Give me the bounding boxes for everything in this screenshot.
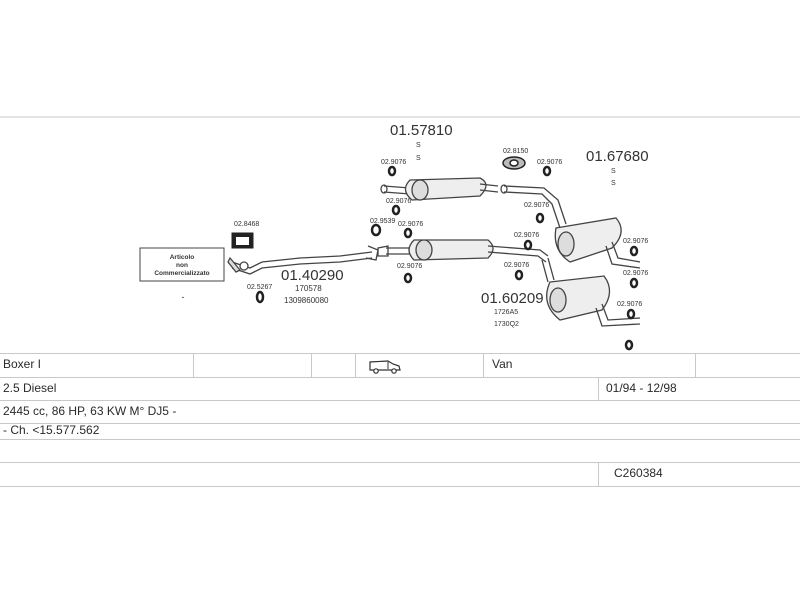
table-divider-2: [311, 353, 312, 377]
van-icon: [369, 360, 401, 374]
body-type: Van: [492, 357, 513, 371]
ref-label-r2: 02.8150: [503, 148, 528, 155]
lower-rear-silencer: [541, 257, 641, 327]
part-code-front-pipe: 01.40290: [281, 267, 344, 284]
mount-r13: [629, 277, 639, 289]
part-sub-lower-rear-silencer-2: 1730Q2: [494, 321, 519, 328]
ref-label-r10: 02.9076: [514, 232, 539, 239]
part-sub-lower-rear-silencer-1: 1726A5: [494, 309, 518, 316]
table-line-7: [0, 486, 800, 487]
upper-rear-silencer: [500, 184, 641, 269]
ref-label-r8: 02.9076: [524, 202, 549, 209]
mount-r9: [403, 272, 413, 284]
mount-r1: [387, 165, 397, 177]
not-commercialised-box: [139, 247, 225, 282]
ref-label-r1: 02.9076: [381, 159, 406, 166]
mount-r3: [542, 165, 552, 177]
engine-spec: 2445 cc, 86 HP, 63 KW M° DJ5 -: [3, 404, 177, 418]
catalog-code: C260384: [614, 466, 663, 480]
mount-r8: [535, 212, 545, 224]
part-sub-front-pipe-2: 1309860080: [284, 296, 329, 305]
table-divider-3: [355, 353, 356, 377]
part-sub-upper-rear-silencer-1: S: [611, 168, 616, 175]
ref-label-r5: 02.9539: [370, 218, 395, 225]
clamp-r5: [370, 223, 382, 237]
mount-r6: [403, 227, 413, 239]
note-line-1: Articolo: [170, 254, 195, 261]
table-line-4: [0, 423, 800, 424]
production-years: 01/94 - 12/98: [606, 381, 677, 395]
ref-label-r11: 02.9076: [504, 262, 529, 269]
table-line-5: [0, 439, 800, 440]
table-line-6: [0, 462, 800, 463]
table-divider-4: [483, 353, 484, 377]
table-divider-6: [598, 377, 599, 400]
mount-r12: [629, 245, 639, 257]
table-line-2: [0, 377, 800, 378]
table-divider-7: [598, 462, 599, 486]
front-pipe: [227, 245, 379, 275]
ref-label-r13: 02.9076: [623, 270, 648, 277]
part-sub-front-pipe-1: 170578: [295, 284, 322, 293]
ref-label-r12: 02.9076: [623, 238, 648, 245]
note-line-2: non: [176, 262, 188, 269]
clamp-r15: [255, 290, 265, 304]
chassis-range: - Ch. <15.577.562: [3, 423, 100, 437]
engine: 2.5 Diesel: [3, 381, 57, 395]
ref-label-r4: 02.9076: [386, 198, 411, 205]
ref-label-r6: 02.9076: [398, 221, 423, 228]
part-code-upper-front-silencer: 01.57810: [390, 122, 453, 139]
rubber-mounts: [387, 165, 639, 320]
ref-label-r15: 02.5267: [247, 284, 272, 291]
note-mark: -: [182, 292, 185, 302]
table-divider-5: [695, 353, 696, 377]
mount-r14: [626, 308, 636, 320]
lower-front-silencer: [377, 239, 549, 263]
table-line-1: [0, 353, 800, 354]
table-divider-1: [193, 353, 194, 377]
gasket-r2: [502, 156, 526, 170]
mount-r4: [391, 204, 401, 216]
part-code-upper-rear-silencer: 01.67680: [586, 148, 649, 165]
mounting-kit-box: [231, 232, 254, 249]
ref-label-r3: 02.9076: [537, 159, 562, 166]
ref-label-r14: 02.9076: [617, 301, 642, 308]
model-name: Boxer I: [3, 357, 42, 371]
part-sub-upper-rear-silencer-2: S: [611, 180, 616, 187]
ref-label-r7: 02.8468: [234, 221, 259, 228]
part-sub-upper-front-silencer-2: S: [416, 155, 421, 162]
part-code-lower-rear-silencer: 01.60209: [481, 290, 544, 307]
mount-r11: [514, 269, 524, 281]
ref-label-r9: 02.9076: [397, 263, 422, 270]
mount-tail-lower: [624, 339, 634, 351]
note-line-3: Commercializzato: [154, 270, 209, 277]
part-sub-upper-front-silencer-1: S: [416, 142, 421, 149]
mount-r10: [523, 239, 533, 251]
table-line-3: [0, 400, 800, 401]
upper-front-silencer: [380, 177, 499, 201]
